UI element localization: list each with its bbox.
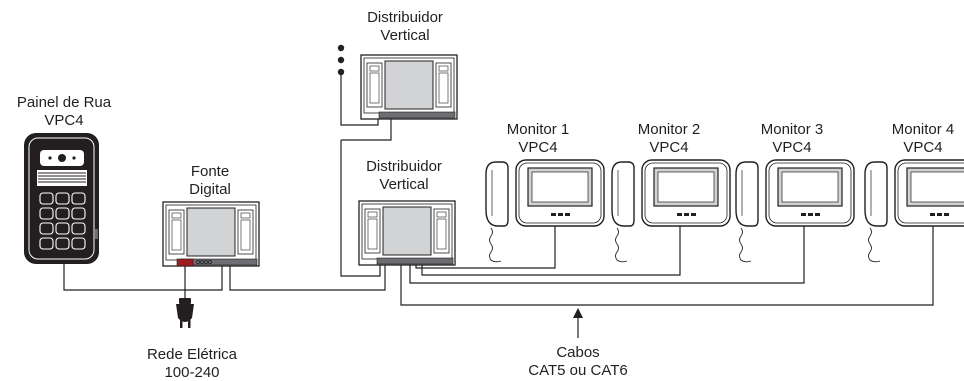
monitor4-label-line1: Monitor 4 [891, 121, 955, 138]
continuation-dots [337, 44, 345, 76]
monitor-3 [735, 159, 855, 263]
power-supply-label-line1: Fonte [190, 163, 230, 180]
cables-label-line1: Cabos [556, 344, 600, 361]
monitor-1 [485, 159, 605, 263]
power-supply-label-line2: Digital [189, 181, 231, 198]
monitor3-label-line2: VPC4 [772, 139, 812, 156]
monitor-4 [864, 159, 964, 263]
distributor-bottom [358, 200, 456, 266]
monitor1-label-line2: VPC4 [518, 139, 558, 156]
mains-label-line1: Rede Elétrica [146, 346, 238, 363]
distributor-top-label-line2: Vertical [380, 27, 430, 44]
power-supply [162, 201, 260, 267]
monitor1-label-line1: Monitor 1 [506, 121, 570, 138]
distributor-top-label-line1: Distribuidor [367, 9, 443, 26]
cables-label-line2: CAT5 ou CAT6 [528, 362, 628, 379]
street-panel-label-line1: Painel de Rua [16, 94, 112, 111]
mains-plug-icon [176, 298, 194, 328]
distributor-bottom-label-line2: Vertical [379, 176, 429, 193]
monitor2-label-line1: Monitor 2 [637, 121, 701, 138]
street-panel [24, 133, 99, 264]
distributor-bottom-label-line1: Distribuidor [366, 158, 442, 175]
monitor3-label-line1: Monitor 3 [760, 121, 824, 138]
wiring [63, 72, 934, 306]
monitor2-label-line2: VPC4 [649, 139, 689, 156]
monitor4-label-line2: VPC4 [903, 139, 943, 156]
mains-label-line2: 100-240 [164, 364, 220, 381]
cables-arrow [573, 308, 583, 338]
street-panel-label-line2: VPC4 [44, 112, 84, 129]
monitor-2 [611, 159, 731, 263]
distributor-top [360, 54, 458, 120]
